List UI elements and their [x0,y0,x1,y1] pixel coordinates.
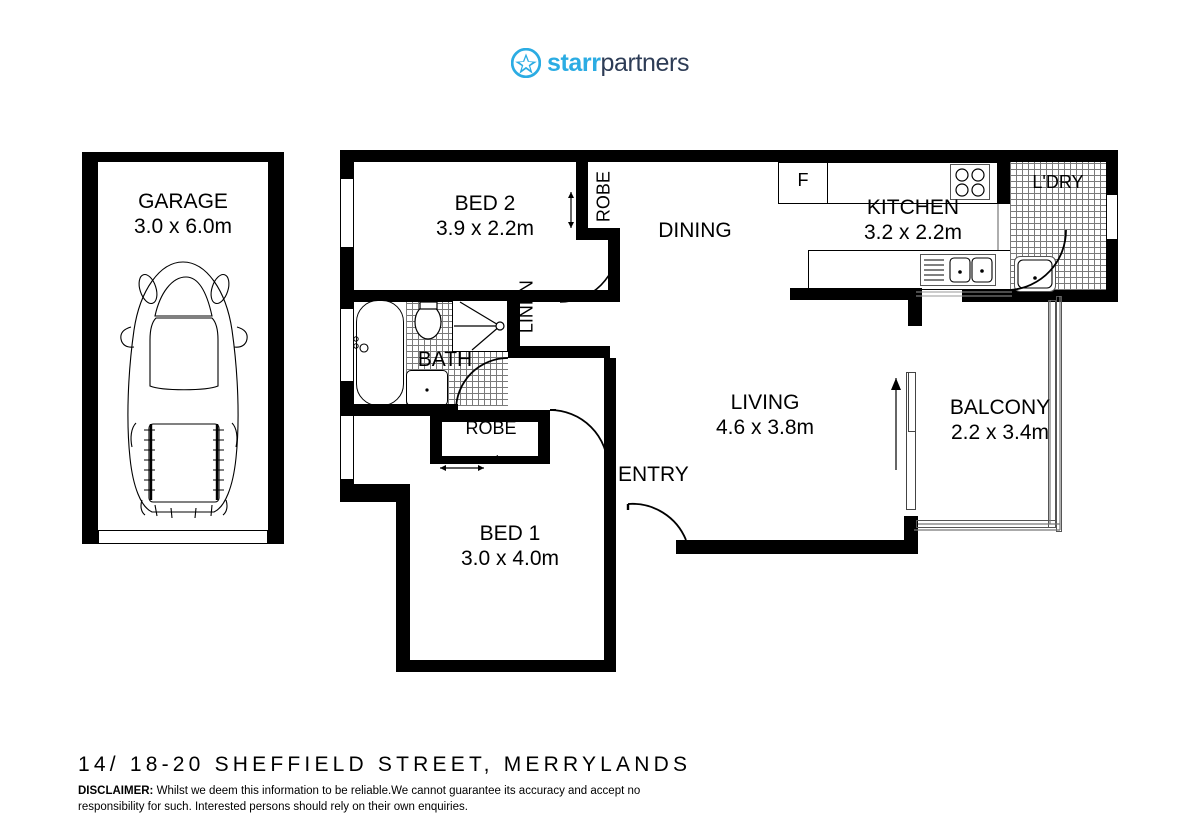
wall-ldry-bottom [962,290,1118,302]
vanity-icon [406,370,448,406]
disclaimer: DISCLAIMER: Whilst we deem this informat… [78,784,698,815]
kitchen-label: KITCHEN 3.2 x 2.2m [863,196,963,244]
wall-entry-bottom [676,540,916,554]
garage-wall-right [268,152,284,544]
wall-robe-hall-bottom [430,456,550,464]
wall-left-bed2-b [340,248,354,290]
laundry-tub-icon [1014,256,1056,292]
wall-living-left [604,358,616,544]
garage-label: GARAGE 3.0 x 6.0m [133,190,233,238]
cooktop-icon [950,164,990,200]
laundry-label: L'DRY [1032,172,1084,192]
disclaimer-text: Whilst we deem this information to be re… [78,785,641,813]
wall-linen-bottom [508,346,610,358]
wall-bed1-right [604,540,616,672]
window-hall [340,410,354,480]
disclaimer-label: DISCLAIMER: [78,785,154,797]
wall-bed2-bottom [340,290,610,302]
wall-robe-hall-right [538,410,550,464]
entry-door-arc [627,502,687,541]
linen-label: LINEN [516,280,537,334]
wall-kitchen-return [908,288,922,326]
wall-left-bath-b [340,382,354,410]
wall-left-bed2-a [340,150,354,178]
wall-bath-bottom [340,404,458,416]
bath-label: BATH [417,348,473,371]
brand-word-secondary: partners [600,48,690,77]
wall-linen-left [508,290,520,352]
balcony-railing-bottom [916,520,1056,528]
entry-label: ENTRY [618,463,689,486]
brand-wordmark: starrpartners [546,48,690,77]
shower-icon [452,300,508,352]
living-label: LIVING 4.6 x 3.8m [715,391,815,439]
brand-word-primary: starr [546,48,601,77]
kitchen-sink-icon [920,254,996,286]
garage-door [98,530,268,544]
property-address: 14/ 18-20 SHEFFIELD STREET, MERRYLANDS [78,753,692,776]
wall-right-upper [1106,150,1118,194]
wall-bed1-jog-top [340,484,408,502]
wall-top [340,150,1118,162]
starburst-circle-icon [510,48,541,78]
brand-logo: starrpartners [0,48,1200,78]
wall-robe-hall-top [430,410,550,422]
balcony-label: BALCONY 2.2 x 3.4m [949,396,1051,444]
sliding-door-panel [908,372,916,432]
fridge-label: F [797,170,809,190]
wall-bed2-door-jamb [608,240,620,302]
dining-label: DINING [658,219,732,242]
wall-ldry-left [998,162,1010,204]
window-ldry-right [1106,194,1118,240]
garage-wall-top [82,152,284,162]
hall-door-arc [549,409,609,469]
robe-hall-label: ROBE [465,418,517,438]
robe-bed2-label: ROBE [593,171,614,223]
wall-robe-bed2-left [576,162,588,234]
wall-right-lower [1106,240,1118,302]
bed2-label: BED 2 3.9 x 2.2m [435,192,535,240]
garage-wall-left [82,152,98,544]
window-bath [340,308,354,382]
wall-robe-hall-left [430,410,442,464]
balcony-railing-outer [1056,296,1062,532]
bed1-label: BED 1 3.0 x 4.0m [460,522,560,570]
fridge-space [778,162,828,204]
wall-robe-bed2-bottom [576,228,620,240]
wall-bed1-bottom [396,660,616,672]
wall-kitchen-bench-edge [790,288,920,300]
bathtub-icon [356,300,404,406]
window-bed2 [340,178,354,248]
wall-bed1-left [396,484,410,672]
